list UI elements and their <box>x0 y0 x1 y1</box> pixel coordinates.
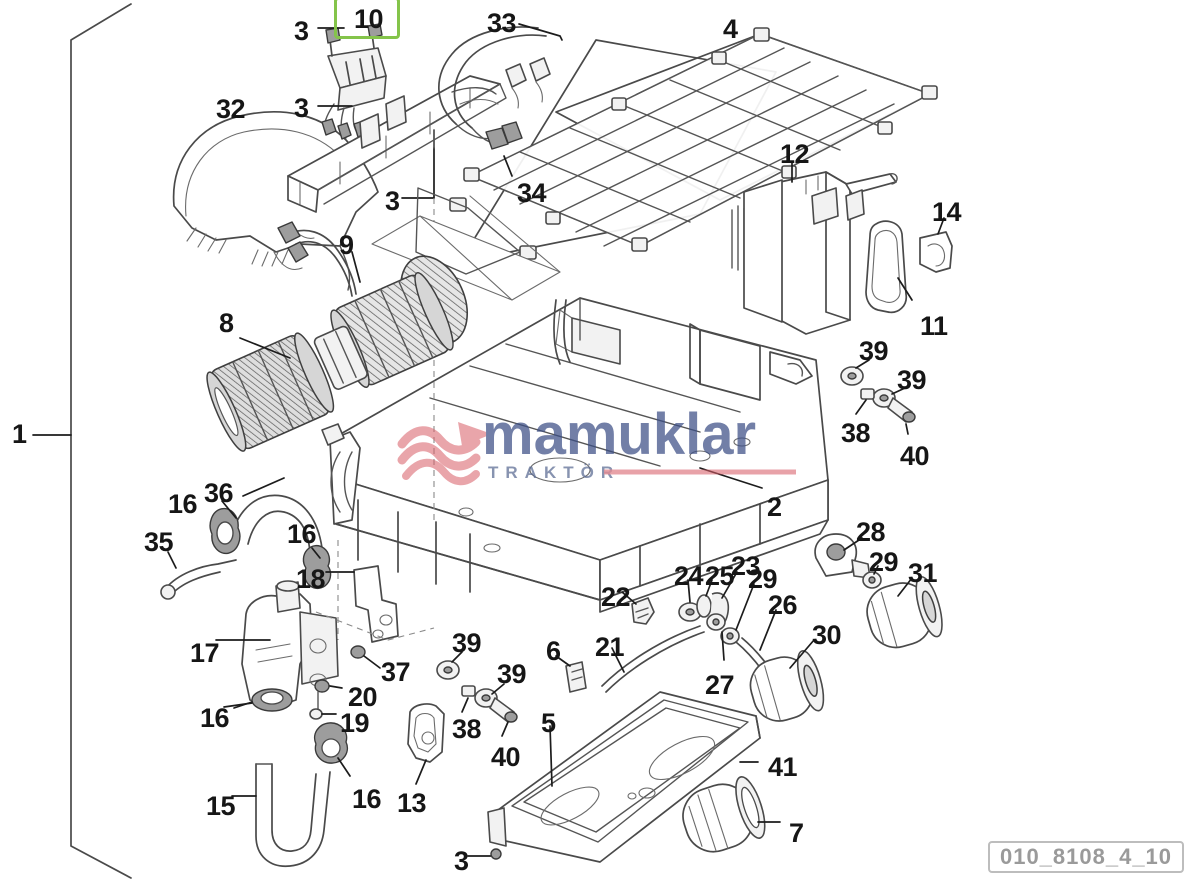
callout-26: 26 <box>768 590 798 620</box>
callout-20: 20 <box>348 682 378 712</box>
housing-upper-rail <box>287 57 551 213</box>
callout-9: 9 <box>339 230 354 260</box>
callout-39-b: 39 <box>897 365 927 395</box>
callout-16-c: 16 <box>200 703 230 733</box>
callout-41: 41 <box>768 752 798 782</box>
part-36-hose <box>209 477 332 590</box>
part-21-drain-tube <box>601 625 705 693</box>
callout-3-mid: 3 <box>385 186 400 216</box>
part-6-clip <box>555 655 587 693</box>
part-18-bracket <box>315 565 435 643</box>
callout-37: 37 <box>381 657 411 687</box>
callout-3-top-b: 3 <box>294 93 309 123</box>
callout-30: 30 <box>812 620 842 650</box>
hardware-mid <box>436 651 518 737</box>
callout-39-a: 39 <box>859 336 889 366</box>
part-22-sensor <box>621 591 655 625</box>
callout-11: 11 <box>920 311 948 341</box>
part-11-filter <box>865 220 913 314</box>
hardware-mid-left <box>309 645 381 720</box>
callout-16-a: 16 <box>168 489 198 519</box>
part-7-outlet-grommet <box>682 776 781 853</box>
diagram-reference-text: 010_8108_4_10 <box>999 844 1173 869</box>
callout-16-b: 16 <box>287 519 317 549</box>
part-14-clip <box>919 217 953 273</box>
callout-19: 19 <box>340 708 370 738</box>
hardware-right <box>840 359 916 435</box>
callout-38-b: 38 <box>452 714 482 744</box>
clamp-16-lower <box>223 702 253 708</box>
callout-3-top-a: 3 <box>294 16 309 46</box>
callout-6: 6 <box>546 636 561 666</box>
callout-23: 23 <box>731 551 761 581</box>
callout-25: 25 <box>705 561 735 591</box>
callout-17: 17 <box>190 638 220 668</box>
callout-31: 31 <box>908 558 938 588</box>
valves-and-driers <box>678 533 943 722</box>
callout-34: 34 <box>517 178 547 208</box>
callout-16-d: 16 <box>352 784 382 814</box>
callout-15: 15 <box>206 791 236 821</box>
part-17-expansion-tank <box>215 580 339 712</box>
part-35-fitting <box>160 551 237 600</box>
callout-1: 1 <box>12 419 27 449</box>
callout-40-a: 40 <box>900 441 930 471</box>
callout-36: 36 <box>204 478 234 508</box>
callout-32: 32 <box>216 94 246 124</box>
callout-24: 24 <box>674 561 704 591</box>
part-2-main-housing <box>321 297 829 640</box>
callout-12: 12 <box>780 139 810 169</box>
callout-28: 28 <box>856 517 886 547</box>
callout-13: 13 <box>397 788 427 818</box>
callout-5: 5 <box>541 708 556 738</box>
part-33-cable <box>438 23 563 177</box>
part-4-grille-screen <box>371 27 938 301</box>
diagram-reference-tag: 010_8108_4_10 <box>988 841 1184 873</box>
callout-3-bottom: 3 <box>454 846 469 876</box>
callout-14: 14 <box>932 197 962 227</box>
part-5-bottom-pan <box>467 691 761 863</box>
callout-7: 7 <box>789 818 804 848</box>
callout-27: 27 <box>705 670 735 700</box>
callout-18: 18 <box>296 564 326 594</box>
callout-8: 8 <box>219 308 234 338</box>
callout-40-b: 40 <box>491 742 521 772</box>
part-15-drain-hose <box>231 722 351 867</box>
callout-39-c: 39 <box>452 628 482 658</box>
part-13-grommet <box>407 703 445 785</box>
part-12-evaporator <box>731 161 898 335</box>
callout-29-a: 29 <box>869 547 899 577</box>
callout-10: 10 <box>354 4 384 34</box>
callout-29-b: 29 <box>748 564 778 594</box>
part-32-air-duct <box>172 110 379 291</box>
part-10-relay-module <box>321 23 387 140</box>
callout-22: 22 <box>601 582 631 612</box>
callout-2: 2 <box>767 492 782 522</box>
callout-35: 35 <box>144 527 174 557</box>
callout-21: 21 <box>595 632 625 662</box>
callout-39-d: 39 <box>497 659 527 689</box>
callout-4: 4 <box>723 14 738 44</box>
part-8-blower-fans <box>206 255 468 452</box>
part-9-hose <box>277 221 361 297</box>
callout-38-a: 38 <box>841 418 871 448</box>
assembly-bracket <box>32 3 132 879</box>
callout-33: 33 <box>487 8 517 38</box>
